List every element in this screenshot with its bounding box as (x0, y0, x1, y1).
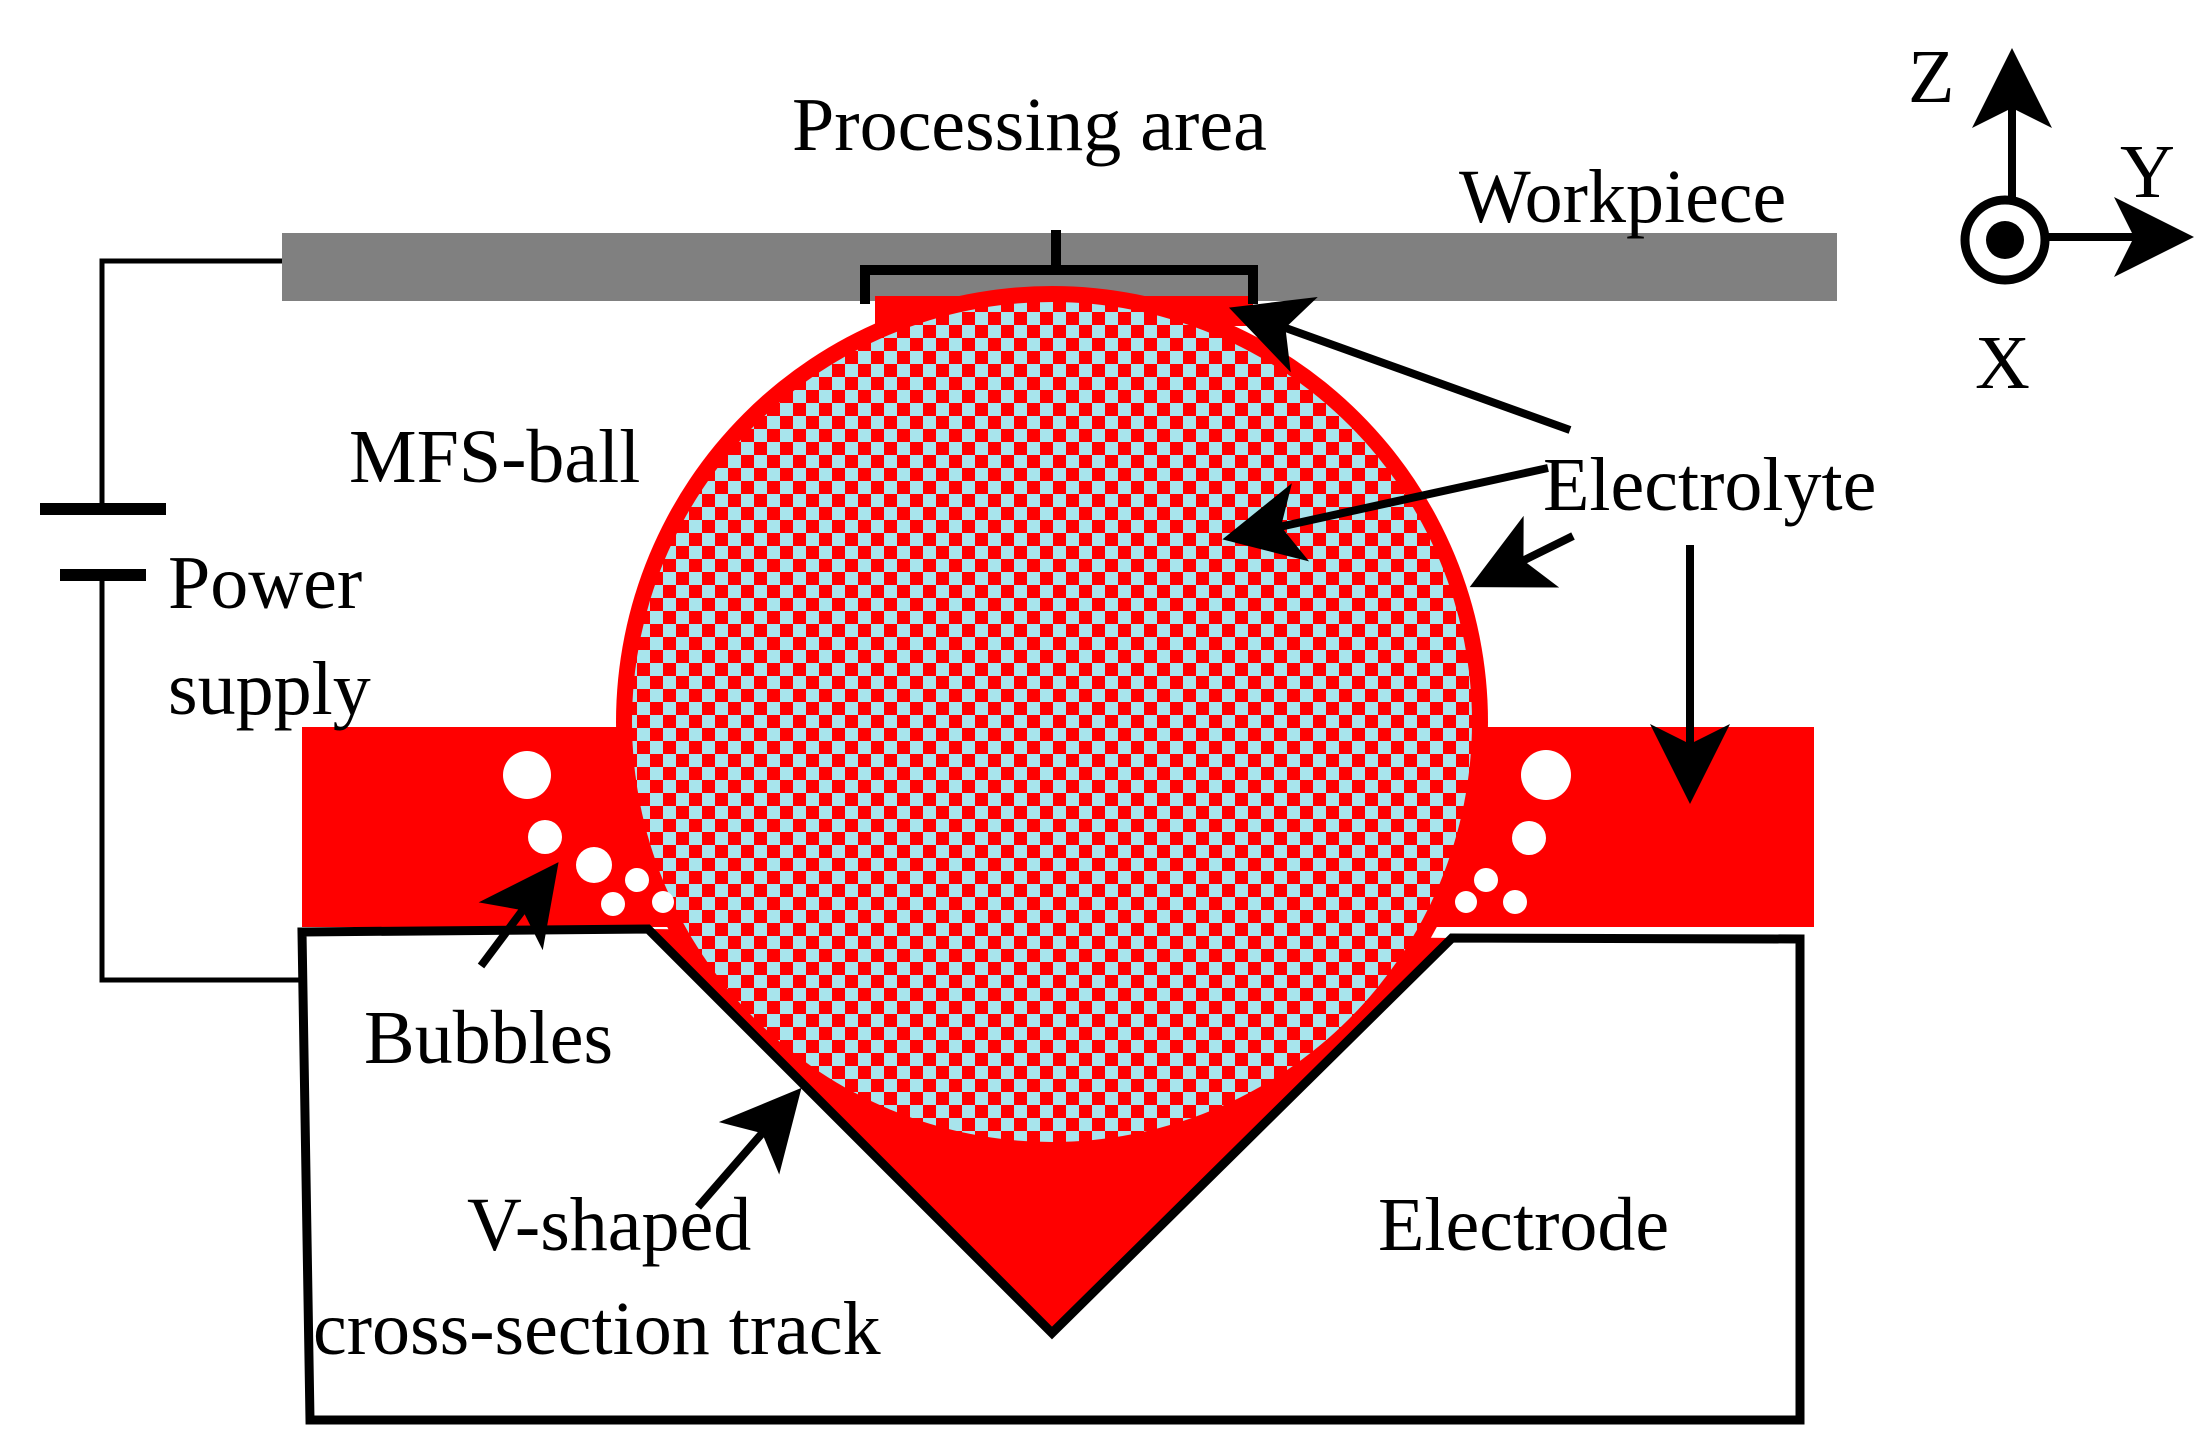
wire-top (99, 258, 282, 509)
bubbles-left (503, 751, 674, 916)
arrow-v-track (694, 1087, 802, 1210)
mfs-ball (632, 302, 1472, 1142)
bubble (1512, 821, 1546, 855)
bubble (1455, 891, 1477, 913)
electrolyte-label: Electrolyte (1543, 443, 1876, 527)
bubbles-right (1455, 750, 1571, 914)
electrode-label: Electrode (1378, 1183, 1669, 1267)
bubble (652, 891, 674, 913)
mfs-ball-label: MFS-ball (349, 415, 640, 499)
arrow-electrolyte-film (1469, 515, 1575, 588)
bubble (1521, 750, 1571, 800)
v-track-label-line2: cross-section track (313, 1287, 881, 1371)
x-axis-label: X (1975, 321, 2030, 405)
processing-area-label: Processing area (792, 83, 1267, 167)
electrode (297, 924, 1805, 1425)
processing-area-bracket (860, 230, 1258, 304)
bubble (1503, 890, 1527, 914)
bubble (601, 892, 625, 916)
power-supply-label-line1: Power (168, 541, 362, 625)
power-supply-circuit (99, 258, 302, 983)
arrow-electrolyte-contact (1228, 296, 1572, 434)
x-axis-dot (1986, 221, 2024, 259)
wire-bottom (99, 571, 302, 983)
bubble (1474, 868, 1498, 892)
v-track-label-line1: V-shaped (467, 1183, 751, 1267)
z-axis-label: Z (1908, 35, 1954, 119)
workpiece-label: Workpiece (1459, 155, 1786, 239)
bubble (503, 751, 551, 799)
arrow-bubbles (477, 862, 559, 969)
power-supply-label-line2: supply (168, 647, 371, 731)
arrow-electrolyte-ball (1222, 464, 1549, 562)
y-axis-label: Y (2120, 130, 2175, 214)
bubbles-label: Bubbles (364, 996, 613, 1080)
axes-indicator: Z Y X (1908, 35, 2194, 405)
bubble (625, 868, 649, 892)
bubble (528, 820, 562, 854)
bubble (576, 847, 612, 883)
annotation-arrows (477, 296, 1730, 1210)
